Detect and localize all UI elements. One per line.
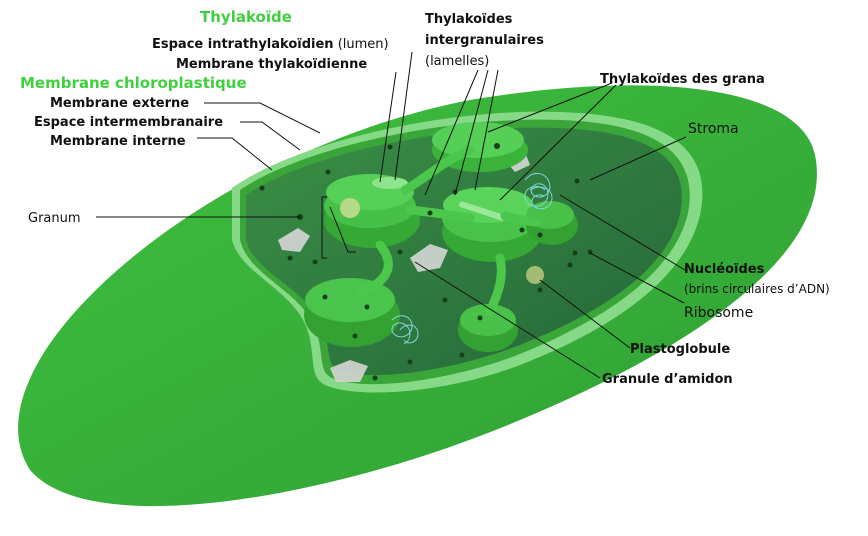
granum-top-right-top [432, 122, 524, 158]
label-intergranal-line1: Thylakoïdes [425, 12, 513, 27]
label-granum: Granum [28, 211, 81, 226]
ribosome-dot [573, 251, 578, 256]
ribosome-dot [494, 143, 500, 149]
label-intrathylakoid-space: Espace intrathylakoïdien [152, 37, 334, 52]
ribosome-dot [428, 211, 433, 216]
ribosome-dot [568, 263, 573, 268]
ribosome-dot [538, 233, 543, 238]
label-intergranal-line2: intergranulaires [425, 33, 544, 48]
label-intergranal-note: (lamelles) [425, 54, 489, 69]
label-inner-membrane: Membrane interne [50, 134, 186, 149]
ribosome-dot [260, 186, 265, 191]
label-nucleoids-note: (brins circulaires d’ADN) [684, 282, 830, 296]
label-plastoglobule: Plastoglobule [630, 342, 730, 357]
ribosome-dot [460, 353, 465, 358]
label-chloroplast-membrane-header: Membrane chloroplastique [20, 74, 247, 92]
label-intrathylakoid-space-note: (lumen) [338, 37, 389, 52]
ribosome-dot [388, 145, 393, 150]
ribosome-dot [323, 295, 328, 300]
ribosome-dot [443, 298, 448, 303]
label-starch-granule: Granule d’amidon [602, 372, 733, 387]
ribosome-dot [520, 228, 525, 233]
ribosome-dot [365, 305, 370, 310]
label-granal-thylakoids: Thylakoïdes des grana [600, 72, 765, 87]
ribosome-dot [575, 179, 580, 184]
leader-inner-membrane [197, 138, 272, 170]
ribosome-dot [398, 250, 403, 255]
label-outer-membrane: Membrane externe [50, 96, 189, 111]
ribosome-dot [408, 360, 413, 365]
ribosome-dot [313, 260, 318, 265]
label-thylakoid-header: Thylakoïde [200, 8, 292, 26]
ribosome-dot [353, 334, 358, 339]
leader-intermembrane-space [240, 122, 300, 150]
ribosome-dot [288, 256, 293, 261]
label-intrathylakoid-space-line: Espace intrathylakoïdien (lumen) [152, 37, 389, 52]
ribosome-dot [538, 288, 543, 293]
label-nucleoids: Nucléoïdes [684, 262, 765, 277]
ribosome-dot [373, 376, 378, 381]
label-ribosome: Ribosome [684, 305, 753, 321]
label-intermembrane-space: Espace intermembranaire [34, 115, 223, 130]
ribosome-dot [326, 170, 331, 175]
label-stroma: Stroma [688, 121, 739, 137]
lamella-shape [505, 216, 535, 222]
plastoglobule-small [340, 198, 360, 218]
ribosome-dot [478, 316, 483, 321]
label-thylakoid-membrane: Membrane thylakoïdienne [176, 57, 367, 72]
